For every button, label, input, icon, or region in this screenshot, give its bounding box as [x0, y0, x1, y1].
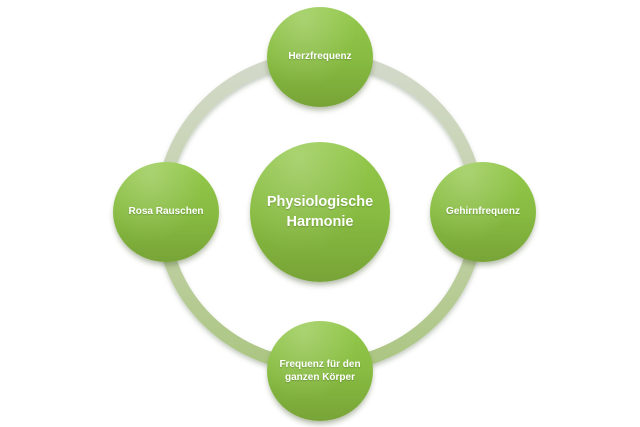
- cycle-node-right-label: Gehirnfrequenz: [446, 206, 520, 218]
- cycle-node-left-label: Rosa Rauschen: [128, 206, 204, 218]
- cycle-node-bottom-label: Frequenz für den ganzen Körper: [279, 358, 361, 384]
- cycle-node-top-label: Herzfrequenz: [288, 51, 352, 63]
- cycle-node-left: Rosa Rauschen: [113, 162, 219, 262]
- cycle-node-top: Herzfrequenz: [267, 7, 373, 107]
- cycle-node-bottom: Frequenz für den ganzen Körper: [267, 321, 373, 421]
- cycle-node-right: Gehirnfrequenz: [430, 162, 536, 262]
- cycle-node-center: Physiologische Harmonie: [250, 142, 390, 282]
- cycle-node-center-label: Physiologische Harmonie: [266, 193, 374, 230]
